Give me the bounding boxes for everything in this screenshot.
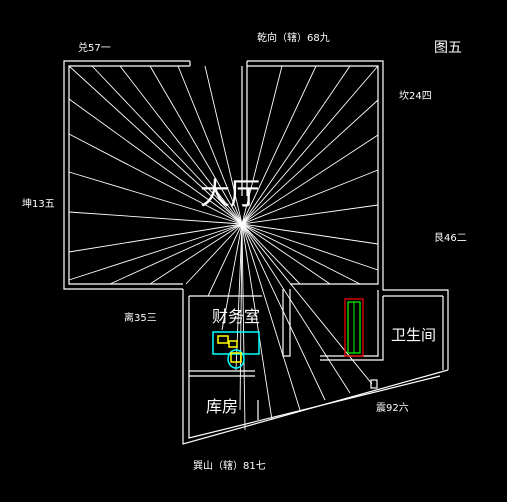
desk-chair — [227, 349, 245, 369]
compass-ray-17 — [68, 133, 243, 225]
compass-ray-28 — [239, 223, 243, 411]
compass-ray-16 — [68, 98, 243, 225]
label-northeast: 坎24四 — [399, 89, 432, 102]
compass-ray-24 — [185, 223, 243, 285]
compass-ray-20 — [68, 223, 243, 253]
label-southeast: 震92六 — [376, 402, 409, 414]
compass-ray-0 — [68, 65, 243, 225]
room-label-office: 财务室 — [212, 307, 260, 326]
walls — [63, 60, 449, 445]
bathroom-left-wall — [320, 290, 379, 357]
label-south: 巽山（辖）81七 — [193, 459, 266, 472]
compass-ray-1 — [91, 65, 243, 225]
compass-ray-6 — [241, 65, 283, 225]
compass-ray-11 — [241, 134, 379, 225]
compass-ray-35 — [241, 223, 301, 285]
label-southwest: 离35三 — [124, 311, 157, 324]
hall-wall-top-right — [247, 60, 449, 370]
hall-wall-top-right-inner — [247, 65, 379, 285]
figure-label: 图五 — [434, 40, 462, 56]
compass-ray-19 — [68, 211, 243, 225]
compass-ray-29 — [241, 223, 246, 431]
compass-ray-7 — [241, 65, 317, 225]
compass-ray-3 — [149, 65, 243, 225]
compass-ray-31 — [241, 223, 301, 411]
compass-ray-33 — [241, 223, 351, 394]
fixture-outer — [344, 298, 364, 357]
compass-rays — [68, 65, 379, 431]
office-desk — [212, 331, 260, 369]
label-east: 艮46二 — [434, 232, 467, 244]
desk-item-2 — [228, 340, 238, 348]
desk-outline — [212, 331, 260, 355]
compass-ray-37 — [241, 223, 361, 285]
compass-ray-13 — [241, 204, 379, 225]
office-wall-inner — [188, 296, 441, 439]
compass-ray-5 — [204, 65, 243, 225]
bathroom-fixture — [344, 298, 364, 357]
compass-ray-4 — [177, 65, 243, 225]
label-west: 坤13五 — [22, 197, 55, 210]
desk-item-1 — [217, 335, 229, 344]
compass-ray-23 — [149, 223, 243, 285]
hall-wall-top-left — [63, 60, 190, 290]
compass-ray-26 — [221, 223, 243, 331]
label-northwest: 兑57一 — [78, 41, 111, 54]
compass-ray-25 — [207, 223, 243, 297]
compass-ray-36 — [241, 223, 331, 285]
compass-ray-2 — [119, 65, 243, 225]
label-north: 乾向（辖）68九 — [257, 31, 330, 44]
room-label-hall: 大厅 — [200, 177, 260, 212]
compass-ray-34 — [241, 223, 373, 385]
compass-ray-21 — [68, 223, 243, 281]
office-wall-outer — [182, 289, 449, 445]
compass-ray-22 — [109, 223, 243, 285]
chair-seat — [230, 352, 242, 363]
bathroom-left-wall-inner — [320, 296, 384, 361]
compass-ray-15 — [241, 223, 379, 271]
compass-ray-12 — [241, 169, 379, 225]
direction-labels: 兑57一 乾向（辖）68九 坎24四 坤13五 艮46二 离35三 震92六 巽… — [22, 31, 467, 472]
compass-ray-14 — [241, 223, 379, 245]
room-label-bathroom: 卫生间 — [391, 326, 436, 344]
compass-ray-8 — [241, 65, 351, 225]
bathroom-wall-stub — [370, 379, 378, 389]
room-label-storage: 库房 — [206, 397, 238, 416]
compass-ray-30 — [241, 223, 273, 421]
compass-ray-10 — [241, 99, 379, 225]
compass-ray-9 — [241, 65, 379, 225]
hall-wall-top-left-inner — [68, 65, 190, 285]
office-right-wall — [282, 289, 291, 357]
compass-ray-18 — [68, 171, 243, 225]
room-labels: 大厅 财务室 卫生间 库房 — [200, 177, 436, 416]
